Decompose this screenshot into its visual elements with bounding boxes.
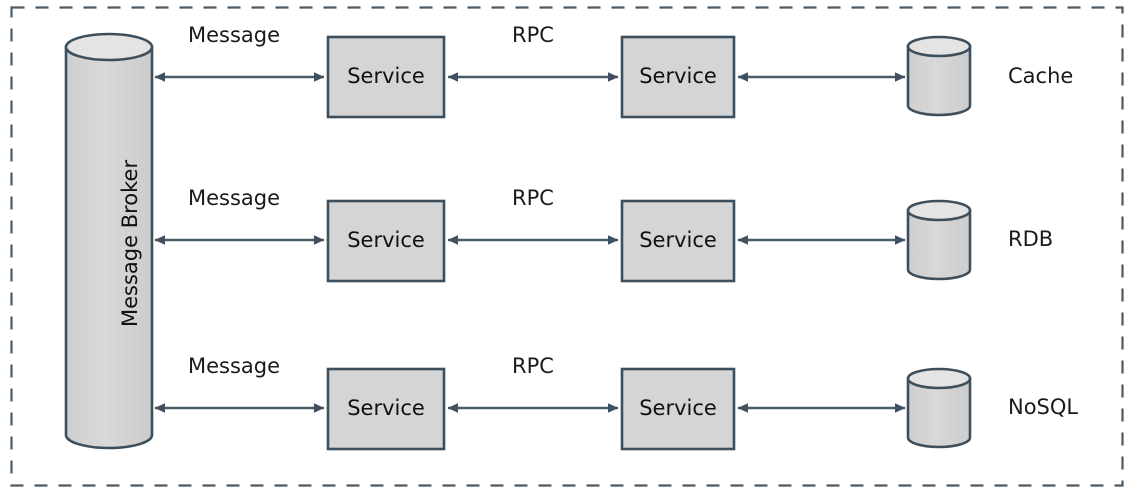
datastore-cylinder-2-top (906, 199, 972, 222)
message-broker-label: Message Broker (118, 159, 142, 327)
rpc-link-label-3: RPC (512, 354, 554, 378)
rpc-link-label-1: RPC (512, 23, 554, 47)
datastore-label-3: NoSQL (1008, 395, 1079, 419)
system-boundary (10, 6, 1124, 487)
service-b-label-3: Service (639, 396, 717, 420)
datastore-cylinder-1-top (906, 35, 972, 58)
service-box-a-1[interactable] (326, 35, 446, 119)
service-box-b-3[interactable] (620, 367, 736, 451)
datastore-label-2: RDB (1008, 227, 1054, 251)
message-link-label-1: Message (188, 23, 281, 47)
message-link-label-2: Message (188, 186, 281, 210)
service-box-b-2[interactable] (620, 199, 736, 283)
service-b-label-2: Service (639, 228, 717, 252)
datastore-label-1: Cache (1008, 64, 1074, 88)
service-box-a-3[interactable] (326, 367, 446, 451)
datastore-cylinder-1-body (906, 45, 972, 117)
service-a-label-3: Service (347, 396, 425, 420)
message-link-label-3: Message (188, 354, 281, 378)
service-box-b-1[interactable] (620, 35, 736, 119)
message-broker-cylinder-top (64, 32, 154, 62)
message-broker-cylinder-body (64, 45, 154, 450)
service-a-label-2: Service (347, 228, 425, 252)
datastore-cylinder-3-body (906, 377, 972, 449)
service-b-label-1: Service (639, 64, 717, 88)
service-a-label-1: Service (347, 64, 425, 88)
rpc-link-label-2: RPC (512, 186, 554, 210)
datastore-cylinder-3-top (906, 367, 972, 390)
service-box-a-2[interactable] (326, 199, 446, 283)
datastore-cylinder-2-body (906, 209, 972, 281)
